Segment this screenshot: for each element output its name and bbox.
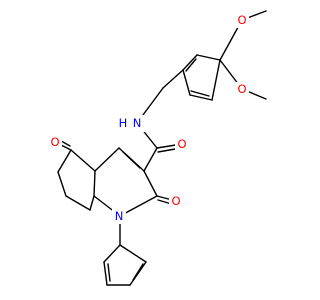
atom-label-o-ketone: O (50, 135, 59, 149)
bond-line (211, 59, 221, 101)
atom-label-nh-h: H (119, 116, 128, 130)
atom-o-ketone: O (48, 135, 62, 150)
bond-line (119, 195, 158, 217)
molecule-structure-diagram: O O H N O O O N (48, 10, 267, 286)
bond-line (129, 261, 147, 286)
atom-label-o-methoxy-top: O (237, 13, 246, 27)
bond-line (107, 263, 111, 282)
atom-n-ring: N (112, 209, 126, 224)
bond-line (143, 147, 158, 172)
atom-label-nh-n: N (133, 116, 142, 130)
atom-labels: O O H N O O O N (48, 13, 249, 224)
bond-line (185, 58, 197, 72)
atom-o-methoxy-top: O (235, 13, 249, 28)
bond-line (143, 170, 158, 197)
bond-line (189, 94, 213, 101)
bond-line (70, 149, 96, 172)
bond-line (103, 261, 108, 286)
bond-line (122, 151, 141, 169)
bond-line (132, 263, 144, 281)
atom-label-o-lactam: O (171, 194, 180, 208)
bond-line (182, 69, 191, 96)
bond-line (190, 90, 210, 97)
bond-line (65, 195, 91, 211)
bond-line (182, 54, 198, 71)
atom-nh: H N (115, 115, 145, 132)
bond-line (93, 170, 96, 197)
atom-label-n-ring: N (115, 209, 124, 223)
atom-label-o-amide: O (177, 137, 186, 151)
atom-o-amide: O (175, 137, 189, 152)
bond-line (119, 244, 147, 263)
atom-o-methoxy-mid: O (235, 82, 249, 97)
bond-line (162, 69, 184, 89)
bond-line (196, 54, 221, 61)
bond-line (57, 171, 67, 197)
atom-o-lactam: O (169, 194, 183, 209)
bond-line (94, 147, 120, 172)
bond-line (103, 244, 121, 263)
bond-line (57, 149, 72, 173)
bond-lines (54, 10, 267, 286)
bond-line (89, 195, 95, 211)
atom-label-o-methoxy-mid: O (237, 82, 246, 96)
